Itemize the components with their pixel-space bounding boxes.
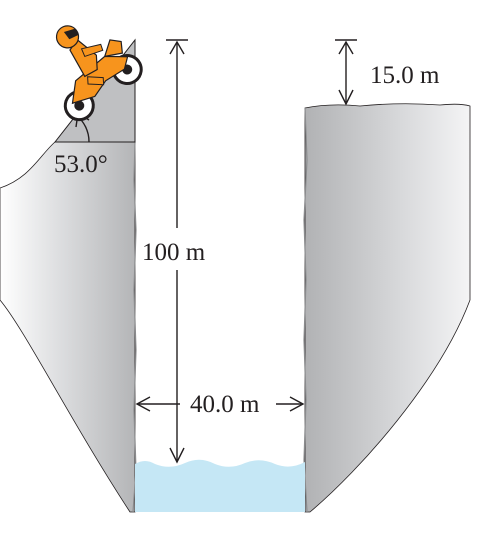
right-cliff-edge [303,107,308,513]
left-cliff [0,141,136,513]
gap-width-dimension [135,396,305,412]
motorcycle-rider-icon [55,25,143,122]
height-difference-dimension [335,39,357,106]
cliff-height-label: 100 m [142,239,206,266]
height-dimension [166,39,188,464]
gap-width-label: 40.0 m [190,391,260,418]
right-cliff [304,103,471,513]
water [135,459,305,512]
left-cliff-edge [132,141,137,513]
height-difference-label: 15.0 m [370,62,440,89]
launch-angle-label: 53.0° [54,151,108,178]
